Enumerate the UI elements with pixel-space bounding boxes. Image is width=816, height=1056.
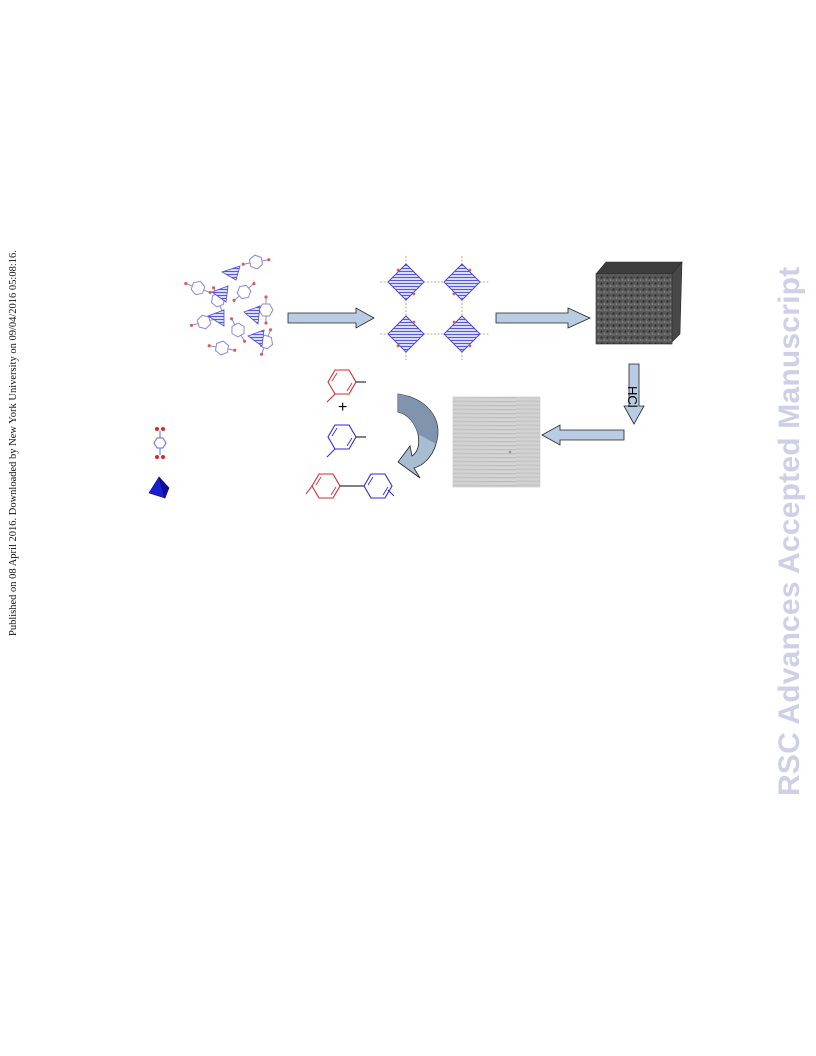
linker-molecule [258, 295, 274, 325]
linker-molecule [184, 280, 212, 296]
process-arrow-3 [541, 424, 625, 446]
linker-molecule [229, 317, 247, 343]
legend-linker-icon [153, 427, 167, 459]
metal-cluster-polyhedron [221, 265, 241, 281]
metal-cluster-polyhedron [211, 285, 229, 303]
process-arrow-2 [495, 307, 591, 329]
legend-polyhedron-icon [148, 476, 170, 499]
metal-cluster-polyhedron [207, 309, 225, 327]
blue-aryl-reactant [326, 424, 366, 458]
red-aryl-reactant [326, 369, 366, 403]
metal-cluster-polyhedron [247, 329, 265, 347]
linker-molecule [241, 254, 271, 270]
process-arrow-1 [287, 307, 375, 329]
precursor-mixture [184, 254, 274, 356]
metal-cluster-polyhedron [243, 305, 261, 325]
hcl-reagent-label: HCl [625, 386, 640, 408]
mof-node [387, 263, 425, 301]
hcl-treatment-arrow [623, 363, 645, 425]
plus-sign: + [338, 399, 348, 416]
biaryl-product [305, 473, 395, 499]
mof-framework [380, 256, 490, 360]
mof-node [443, 315, 481, 353]
tem-micrograph [452, 396, 541, 488]
mof-node [387, 315, 425, 353]
porous-cube [595, 261, 683, 345]
linker-molecule [232, 282, 256, 302]
linker-molecule [258, 328, 274, 356]
mof-node [443, 263, 481, 301]
linker-molecule [207, 340, 237, 356]
